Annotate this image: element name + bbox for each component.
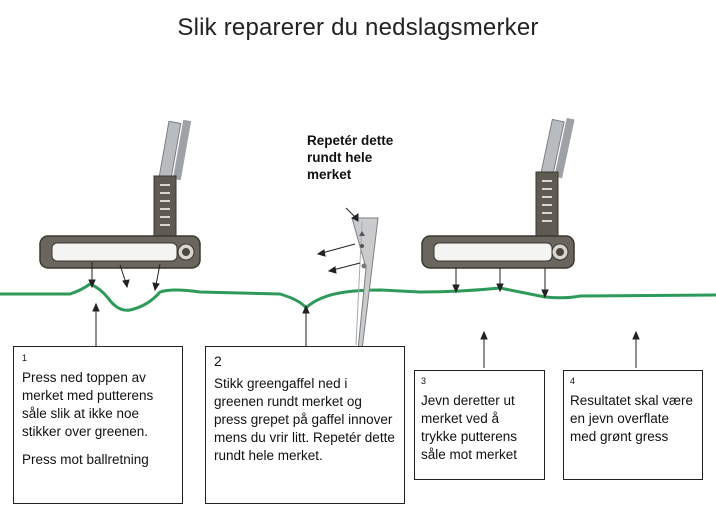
step-text: Resultatet skal være en jevn overflate m… — [570, 393, 694, 444]
step-box-4: 4 Resultatet skal være en jevn overflate… — [563, 370, 703, 480]
green-surface-line — [0, 282, 716, 312]
step-box-3: 3 Jevn deretter ut merket ved å trykke p… — [414, 370, 545, 480]
fork-callout: Repetér dette rundt hele merket — [307, 133, 394, 182]
step-text: Press ned toppen av merket med putterens… — [22, 370, 154, 439]
step-number: 4 — [570, 376, 576, 386]
pressure-arrows-2 — [452, 268, 640, 368]
step-text: Stikk greengaffel ned i greenen rundt me… — [214, 376, 395, 463]
page-title: Slik reparerer du nedslagsmerker — [177, 14, 539, 41]
putter-illustration-1 — [39, 119, 201, 269]
step-number: 2 — [214, 353, 222, 369]
pressure-arrows-1 — [88, 262, 161, 346]
step-note: Press mot ballretning — [22, 452, 149, 467]
step-text: Jevn deretter ut merket ved å trykke put… — [421, 393, 518, 462]
step-number: 3 — [421, 376, 427, 386]
fork-arrows — [302, 207, 361, 346]
greenfork-illustration — [351, 217, 379, 351]
step-box-2: 2 Stikk greengaffel ned i greenen rundt … — [205, 346, 405, 504]
putter-illustration-2 — [421, 117, 575, 269]
step-number: 1 — [22, 353, 28, 363]
step-box-1: 1 Press ned toppen av merket med puttere… — [13, 346, 183, 504]
